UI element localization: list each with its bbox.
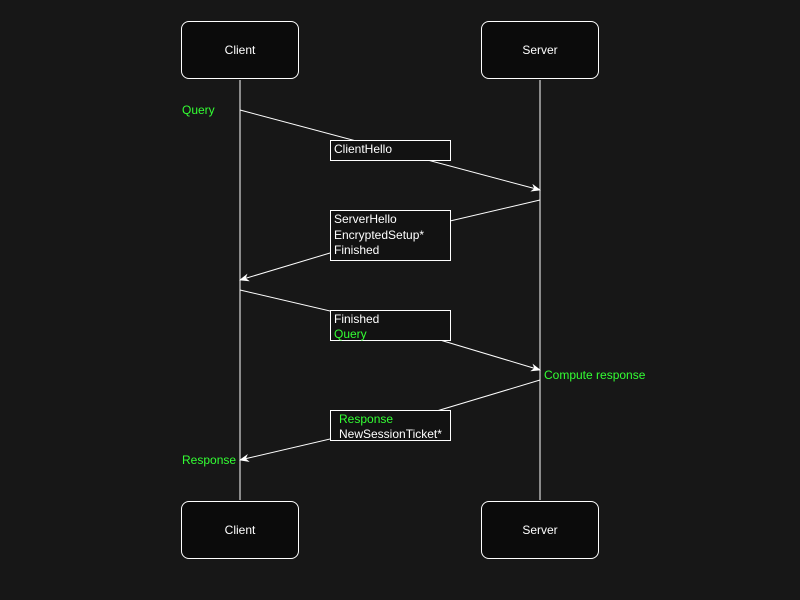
client-actor-top: Client: [181, 21, 299, 79]
client-actor-bottom-label: Client: [224, 523, 256, 537]
server-actor-bottom-label: Server: [522, 523, 558, 537]
client-response-label: Response: [182, 453, 237, 467]
encrypted-setup-text: EncryptedSetup*: [334, 227, 425, 242]
client-actor-bottom: Client: [181, 501, 299, 559]
server-hello-text: ServerHello: [334, 212, 397, 226]
server-actor-top: Server: [481, 21, 599, 79]
server-finished-text: Finished: [334, 243, 380, 257]
server-hello-note: ServerHello EncryptedSetup* Finished: [330, 210, 451, 261]
server-response-text: Response: [339, 412, 394, 426]
client-finished-query-text: Query: [334, 326, 367, 341]
client-hello-text: ClientHello: [334, 142, 393, 156]
new-session-ticket-text: NewSessionTicket*: [339, 426, 442, 441]
client-hello-note: ClientHello: [330, 140, 451, 161]
client-actor-top-label: Client: [224, 43, 256, 57]
server-actor-top-label: Server: [522, 43, 558, 57]
server-actor-bottom: Server: [481, 501, 599, 559]
client-finished-note: Finished Query: [330, 310, 451, 341]
server-compute-response-label: Compute response: [544, 368, 646, 382]
client-finished-text: Finished: [334, 312, 380, 326]
client-query-label: Query: [182, 103, 215, 117]
server-response-note: Response NewSessionTicket*: [330, 410, 451, 441]
